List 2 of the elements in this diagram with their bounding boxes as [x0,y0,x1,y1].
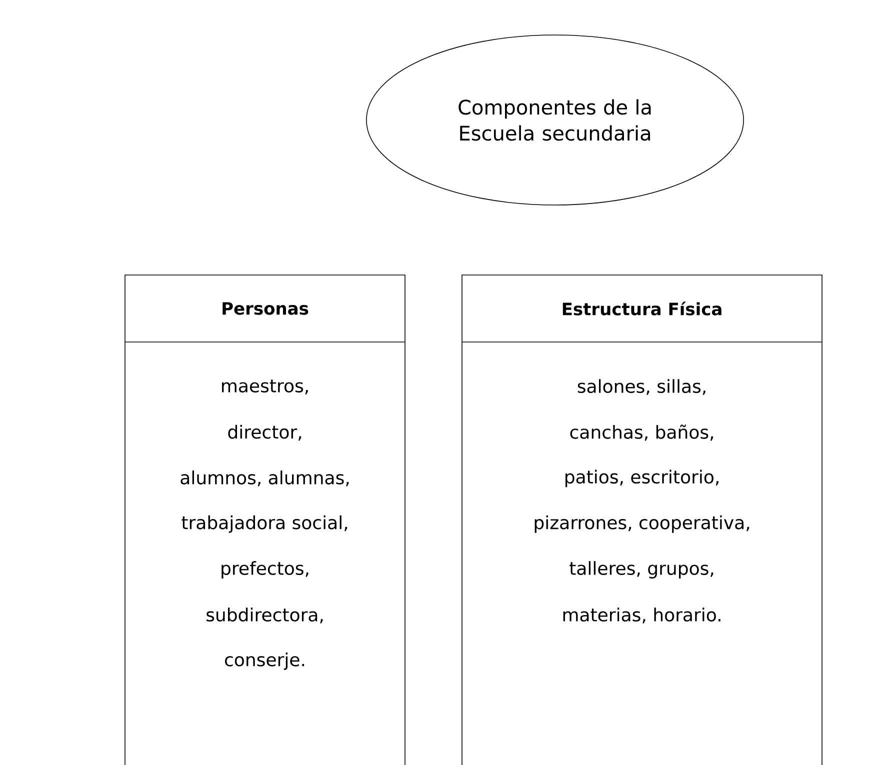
table-column: Personas maestros, director, alumnos, alumnas, trabajadora social, prefectos, subdirectora, conserje. [124,274,406,765]
table-column: Estructura Física salones, sillas, canchas, baños, patios, escritorio, pizarrones, cooperativa, talleres, grupos, materias, horario. [462,274,822,765]
